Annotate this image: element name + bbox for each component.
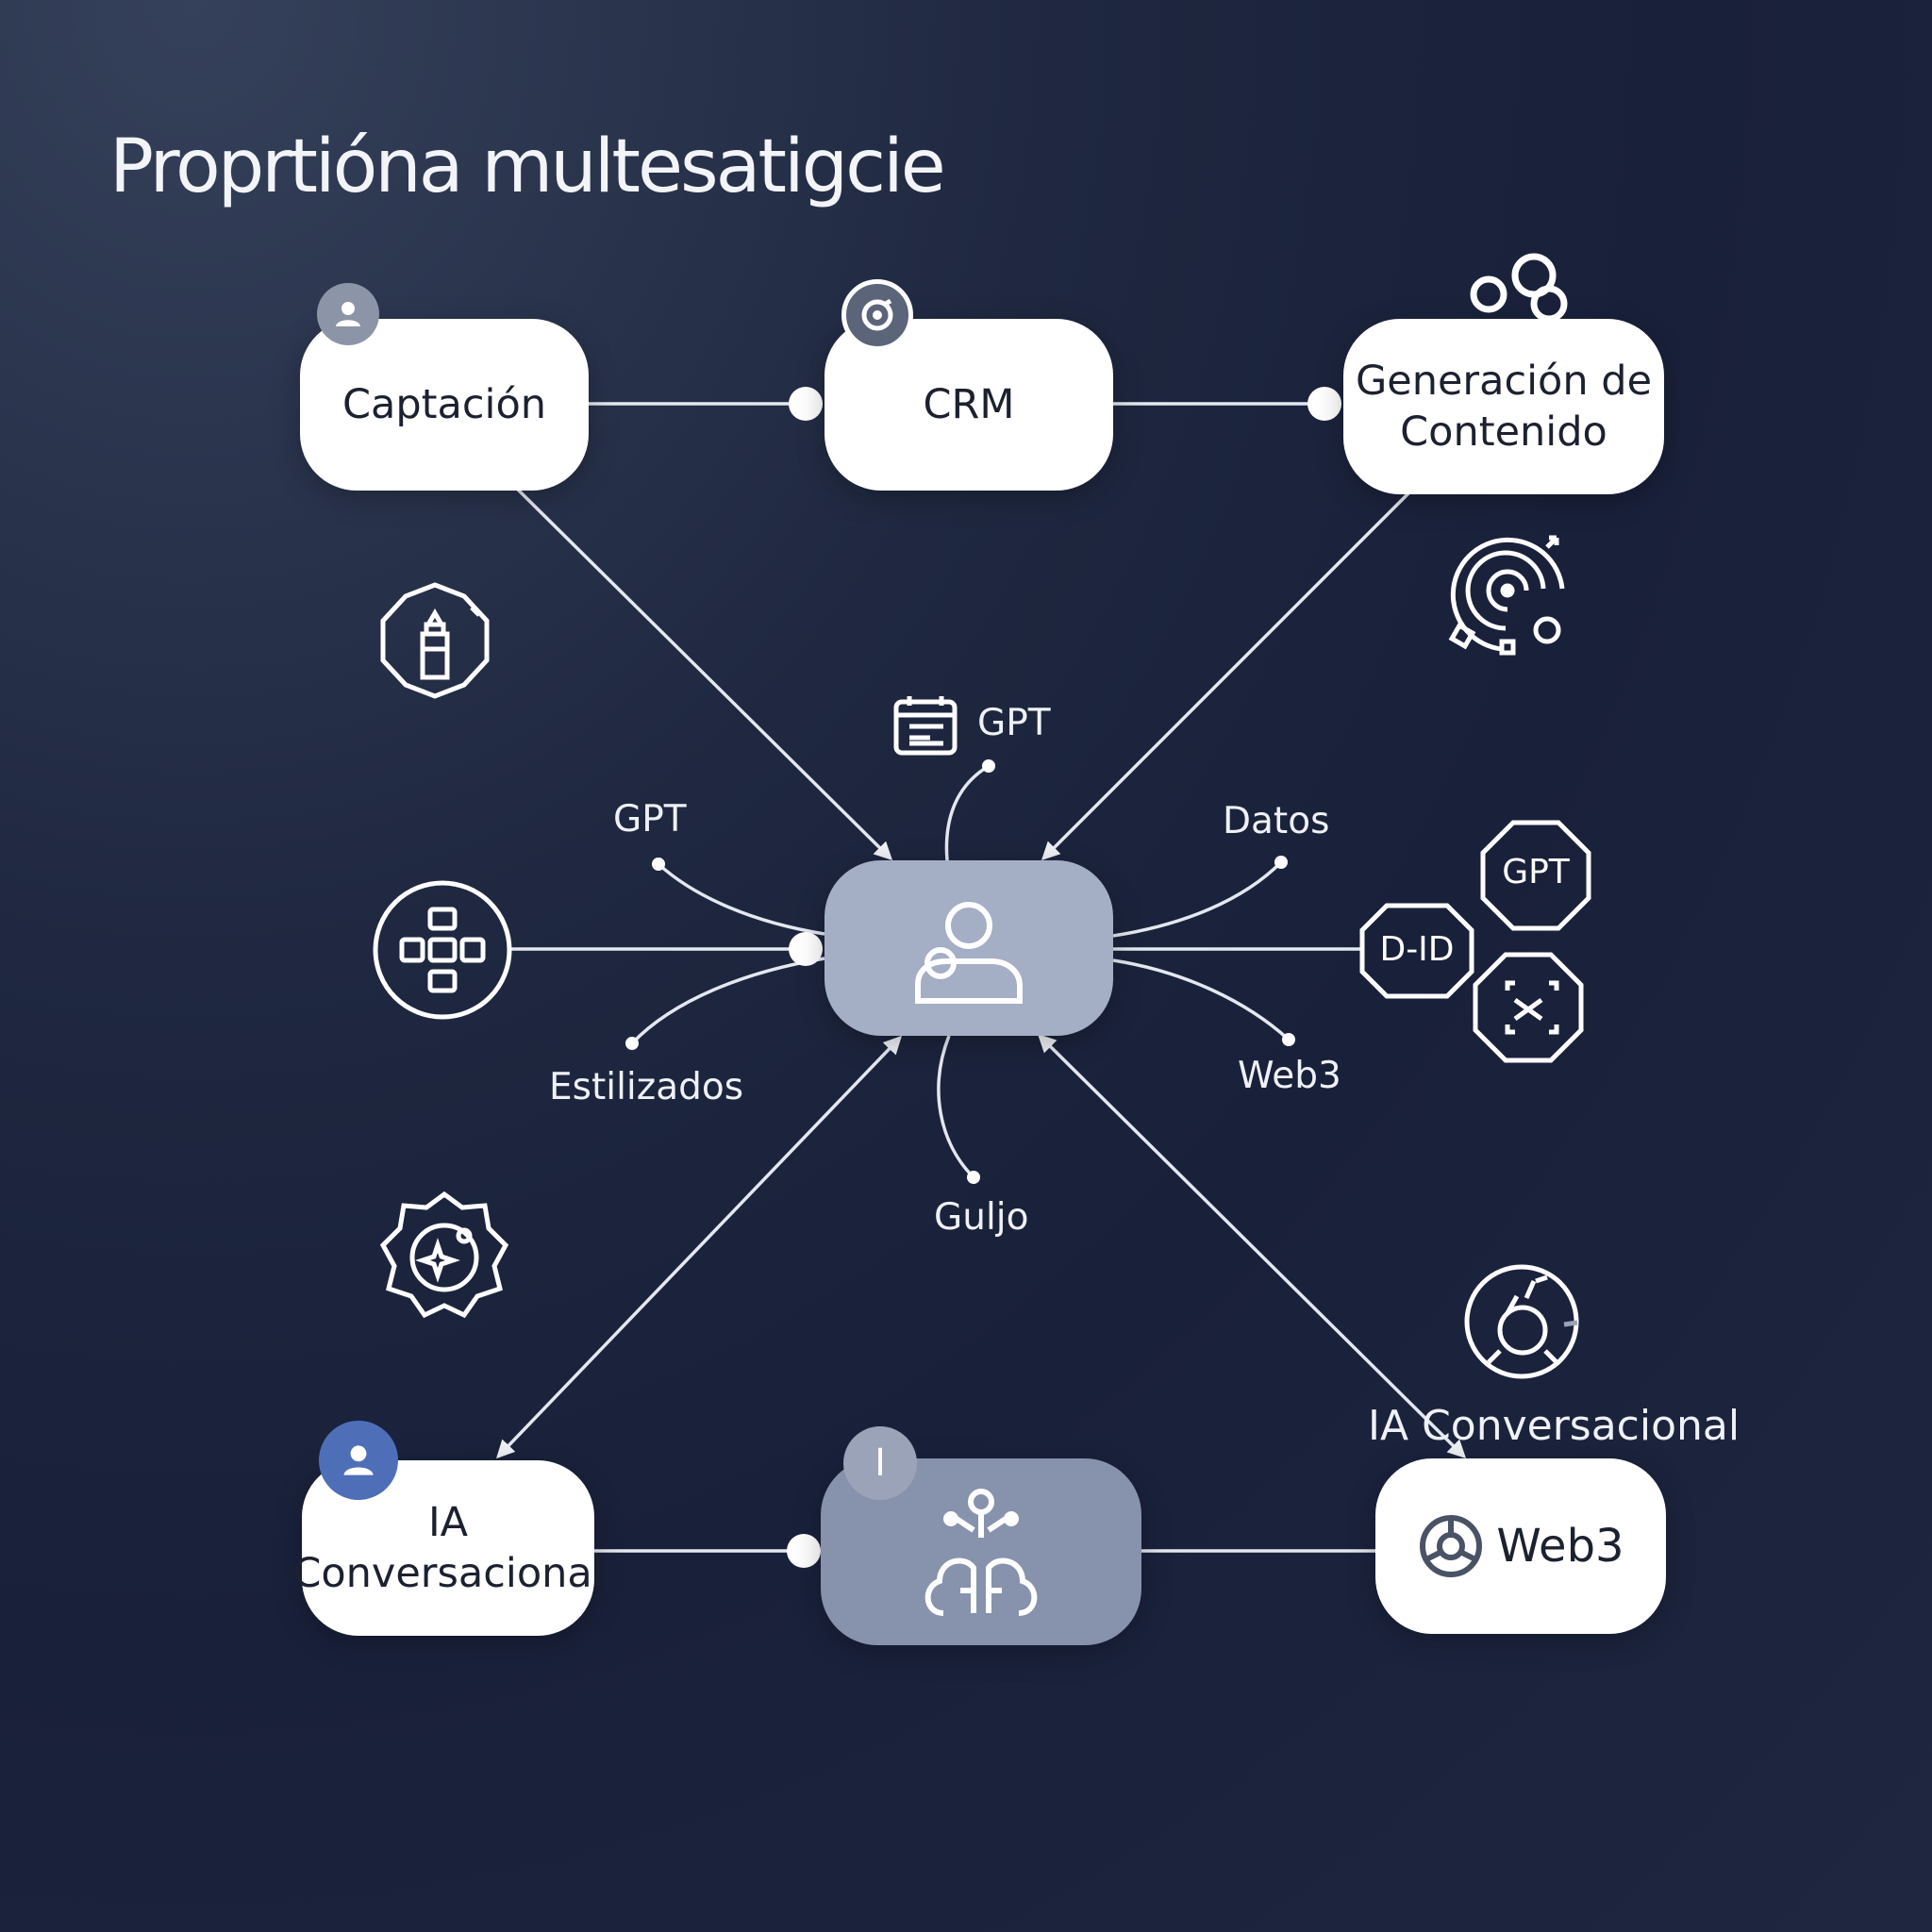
curve-web3 xyxy=(1112,958,1291,1041)
edge-hub-web3 xyxy=(1037,1033,1467,1459)
node-ia-line1: IA xyxy=(427,1499,469,1546)
gpt-octagon-label: GPT xyxy=(1502,853,1570,891)
info-badge: I xyxy=(843,1426,917,1500)
network-brain-icon xyxy=(924,1489,1038,1616)
curve-end-dot xyxy=(625,1037,639,1050)
expand-arrows-icon xyxy=(1472,951,1585,1064)
page-title: Proprtióna multesatigcie xyxy=(109,125,946,209)
curve-end-dot xyxy=(1282,1033,1295,1046)
edge-captacion-hub xyxy=(515,487,893,861)
curve-gpt-top xyxy=(944,764,990,861)
refresh-badge-icon xyxy=(841,279,913,351)
junction-dot xyxy=(789,387,823,421)
curve-end-dot xyxy=(1274,856,1288,869)
label-gpt-top: GPT xyxy=(977,702,1051,744)
curve-estilizados xyxy=(630,957,825,1045)
node-generacion-contenido[interactable]: Generación de Contenido xyxy=(1343,319,1664,494)
label-datos: Datos xyxy=(1223,800,1330,842)
edge-hub-ia xyxy=(496,1035,902,1459)
label-web3: Web3 xyxy=(1238,1055,1341,1097)
node-ia-line2: Conversacional xyxy=(292,1550,604,1597)
tower-badge-icon xyxy=(374,579,496,702)
node-captacion-label: Captación xyxy=(341,381,547,428)
curve-end-dot xyxy=(967,1171,980,1184)
user-badge-icon xyxy=(319,1421,398,1500)
info-badge-label: I xyxy=(874,1441,886,1485)
curve-gpt-left xyxy=(657,862,825,936)
did-octagon: D-ID xyxy=(1358,902,1475,1000)
curve-datos xyxy=(1112,860,1283,938)
target-radar-icon xyxy=(1445,530,1574,662)
node-crm-label: CRM xyxy=(923,381,1015,428)
label-estilizados: Estilizados xyxy=(549,1066,744,1108)
node-generacion-line2: Contenido xyxy=(1400,408,1607,456)
node-web3[interactable]: Web3 xyxy=(1375,1458,1666,1634)
node-web3-label: Web3 xyxy=(1496,1520,1624,1573)
modules-icon xyxy=(372,879,513,1021)
user-badge-icon xyxy=(317,283,379,345)
curve-end-dot xyxy=(982,759,995,773)
edge-generacion-hub xyxy=(1041,491,1411,861)
label-gpt-left: GPT xyxy=(613,798,687,841)
curve-end-dot xyxy=(652,858,665,871)
node-ia-conversacional[interactable]: IA Conversacional xyxy=(292,1460,604,1636)
junction-dot xyxy=(789,932,823,966)
user-icon xyxy=(915,902,1023,1004)
node-captacion[interactable]: Captación xyxy=(300,319,589,491)
compass-icon xyxy=(1460,1260,1583,1383)
hub-center[interactable] xyxy=(824,860,1113,1036)
junction-dot xyxy=(787,1534,821,1568)
gpt-octagon: GPT xyxy=(1479,819,1592,932)
did-octagon-label: D-ID xyxy=(1379,930,1455,969)
node-generacion-line1: Generación de xyxy=(1355,358,1653,405)
sparkle-badge-icon xyxy=(377,1191,511,1324)
team-icon xyxy=(1451,249,1574,357)
label-guljo: Guljo xyxy=(934,1196,1029,1239)
curve-guljo xyxy=(937,1035,975,1179)
web3-logo-icon xyxy=(1420,1515,1483,1577)
calendar-icon xyxy=(892,694,960,757)
label-ia-conversacional: IA Conversacional xyxy=(1368,1402,1740,1450)
junction-dot xyxy=(1307,387,1341,421)
